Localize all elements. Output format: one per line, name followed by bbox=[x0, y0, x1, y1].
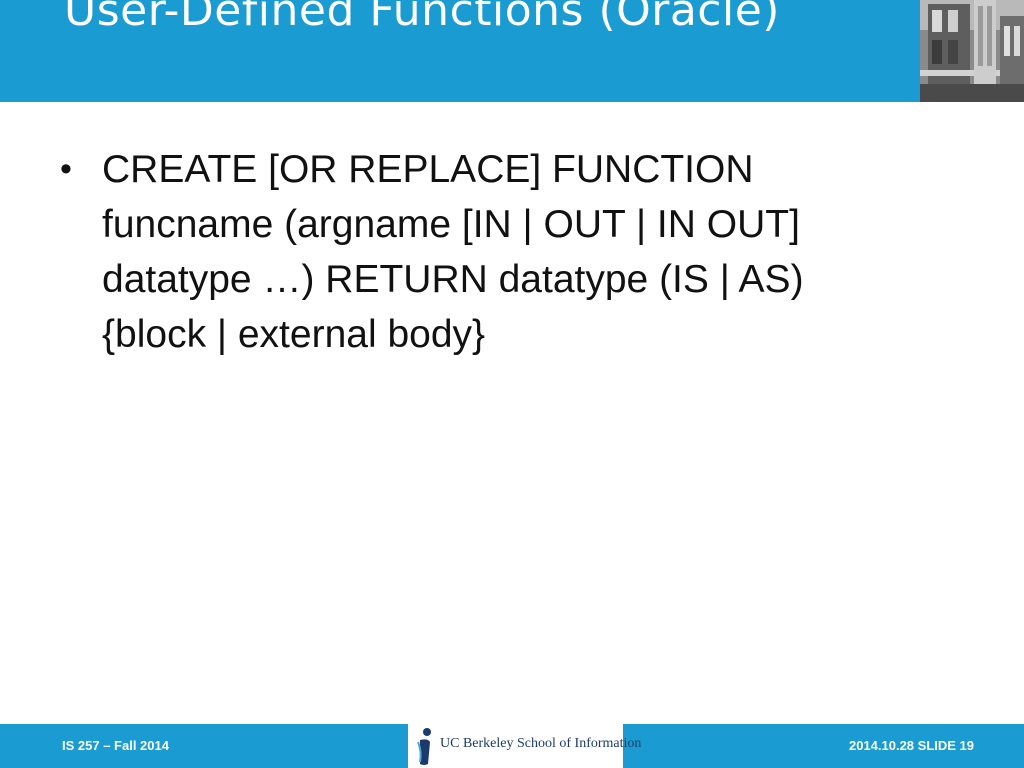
slide-footer: IS 257 – Fall 2014 UC Berkeley School of… bbox=[0, 724, 1024, 768]
course-label: IS 257 – Fall 2014 bbox=[62, 738, 169, 753]
bullet-line: funcname (argname [IN | OUT | IN OUT] bbox=[102, 203, 800, 246]
slide-title: User-Defined Functions (Oracle) bbox=[64, 0, 780, 36]
slide-number: 2014.10.28 SLIDE 19 bbox=[848, 738, 974, 753]
slide-header: User-Defined Functions (Oracle) bbox=[0, 0, 1024, 102]
bullet-marker: • bbox=[60, 150, 72, 188]
bullet-line: {block | external body} bbox=[102, 313, 486, 356]
bullet-line: CREATE [OR REPLACE] FUNCTION bbox=[102, 148, 754, 191]
bullet-list: • CREATE [OR REPLACE] FUNCTION funcname … bbox=[60, 142, 960, 362]
ischool-logo: UC Berkeley School of Information bbox=[408, 724, 641, 768]
bullet-line: datatype …) RETURN datatype (IS | AS) bbox=[102, 258, 804, 301]
campus-building-photo bbox=[920, 0, 1024, 102]
list-item: • CREATE [OR REPLACE] FUNCTION funcname … bbox=[60, 142, 960, 362]
ischool-i-logo-icon bbox=[417, 728, 431, 765]
logo-text: UC Berkeley School of Information bbox=[440, 736, 642, 751]
